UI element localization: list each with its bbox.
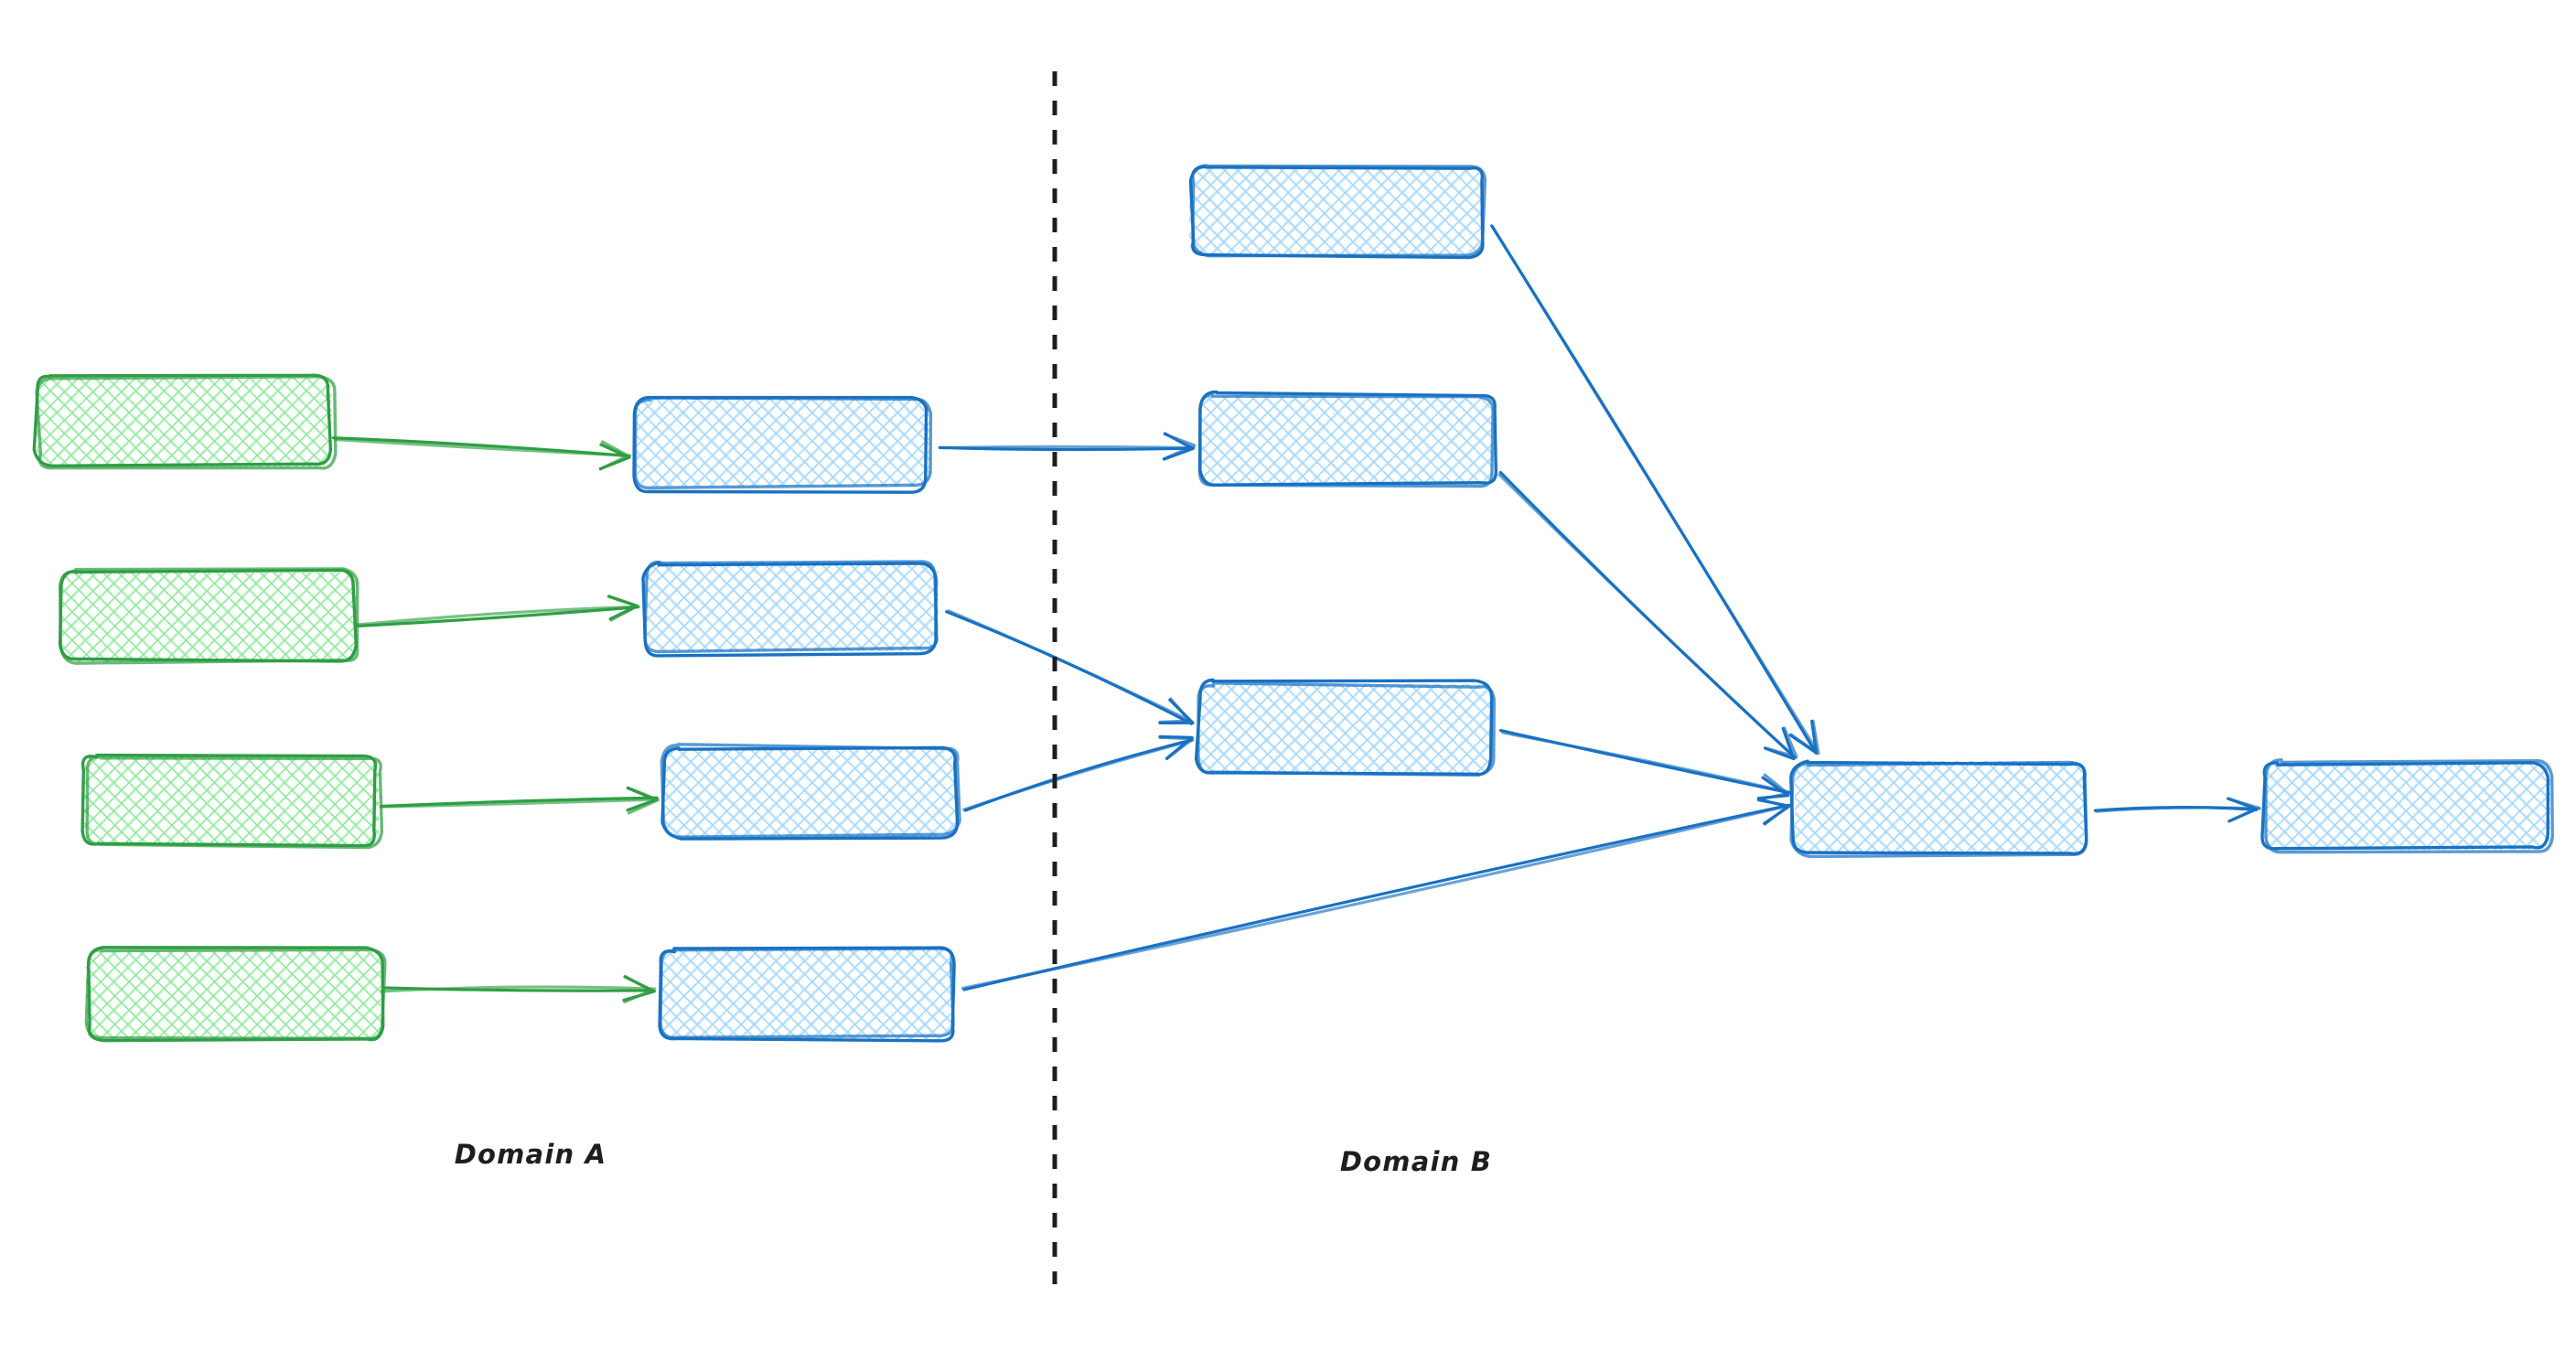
edge-b3-to-c3[interactable] [962, 734, 1195, 812]
edge-c2-to-hub[interactable] [1497, 470, 1798, 761]
node-outline [1197, 681, 1496, 777]
node-hit-a2[interactable] [62, 573, 357, 662]
lane-label-domain-b: Domain B [1339, 1146, 1493, 1177]
edge-line [380, 985, 657, 993]
node-outline [2264, 757, 2554, 854]
node-hub[interactable] [1789, 759, 2088, 859]
node-c2[interactable] [1197, 390, 1497, 488]
edge-line [961, 803, 1793, 991]
node-hit-c3[interactable] [1198, 684, 1491, 774]
node-fill-hatch-b [37, 378, 331, 467]
node-hit-hub[interactable] [1795, 761, 2086, 852]
node-hit-c1[interactable] [1189, 166, 1482, 256]
node-outline [1197, 392, 1495, 488]
node-fill-hatch-b [637, 397, 929, 487]
edge-b4-to-hub[interactable] [961, 798, 1793, 991]
edge-line [379, 798, 658, 809]
node-outline [58, 567, 360, 665]
node-fill-hatch-b [646, 562, 939, 651]
edge-line [939, 445, 1196, 450]
node-outline [659, 947, 955, 1039]
node-outline [1789, 760, 2088, 859]
node-fill-hatch-b [664, 748, 957, 838]
lane-label-domain-a: Domain A [454, 1139, 607, 1170]
nodes-layer [32, 163, 2554, 1043]
node-fill-hatch-b [1795, 761, 2086, 852]
node-hit-a3[interactable] [84, 755, 379, 844]
edge-line [2095, 806, 2261, 813]
edge-hub-to-out[interactable] [2093, 797, 2261, 823]
node-hit-c2[interactable] [1200, 395, 1493, 485]
node-hit-b2[interactable] [646, 562, 939, 651]
node-hit-out[interactable] [2265, 762, 2550, 850]
node-a3[interactable] [80, 753, 384, 850]
node-hit-b3[interactable] [664, 748, 957, 838]
node-fill-hatch-b [1200, 395, 1493, 485]
node-c1[interactable] [1188, 163, 1487, 260]
node-b2[interactable] [641, 560, 939, 658]
edge-arrowhead [626, 786, 660, 815]
node-fill-hatch-b [86, 951, 381, 1041]
node-a1[interactable] [32, 373, 338, 470]
node-outline [35, 375, 338, 470]
node-fill-hatch-b [62, 573, 357, 662]
node-outline [660, 745, 960, 841]
node-out[interactable] [2260, 757, 2554, 854]
edge-arrowhead [606, 595, 639, 622]
node-fill-hatch-b [660, 949, 953, 1039]
edge-line [945, 610, 1194, 725]
node-a2[interactable] [58, 567, 360, 665]
edge-a4-to-b4[interactable] [380, 974, 657, 1003]
edge-b2-to-c3[interactable] [945, 609, 1195, 725]
edge-line [1491, 225, 1819, 752]
node-fill-hatch-b [1198, 684, 1491, 774]
edge-a3-to-b3[interactable] [379, 786, 660, 815]
node-b4[interactable] [658, 946, 956, 1043]
node-hit-b1[interactable] [637, 397, 929, 487]
edge-arrowhead [2227, 797, 2261, 823]
edge-a2-to-b2[interactable] [356, 595, 640, 627]
edge-arrowhead [1158, 735, 1195, 761]
node-outline [643, 560, 939, 654]
edges-layer [331, 224, 2261, 1003]
node-fill-hatch-b [1189, 166, 1482, 256]
edge-line [356, 605, 640, 627]
edge-line [356, 606, 640, 627]
edge-arrowhead [1789, 719, 1820, 756]
node-outline [1191, 163, 1487, 258]
edge-line [334, 437, 632, 457]
node-outline [84, 947, 387, 1040]
edge-line [1497, 473, 1798, 760]
node-outline [660, 743, 961, 839]
edge-line [962, 738, 1195, 811]
node-hit-b4[interactable] [660, 949, 953, 1039]
edge-arrowhead [1763, 726, 1798, 759]
edge-arrowhead [1756, 773, 1789, 801]
edge-a1-to-b1[interactable] [331, 436, 632, 471]
edge-arrowhead [623, 974, 653, 1003]
node-b3[interactable] [660, 743, 961, 841]
edge-arrowhead [1162, 433, 1197, 461]
node-b1[interactable] [632, 395, 933, 494]
node-outline [32, 373, 333, 468]
edge-b1-to-c2[interactable] [938, 432, 1197, 461]
node-a4[interactable] [84, 946, 387, 1043]
node-fill-hatch-b [84, 755, 379, 844]
node-outline [85, 755, 384, 850]
edge-arrowhead [1756, 798, 1789, 826]
edge-line [1501, 731, 1791, 794]
edge-c3-to-hub[interactable] [1498, 729, 1792, 801]
edge-line [947, 609, 1193, 724]
node-outline [633, 396, 933, 490]
node-c3[interactable] [1194, 678, 1496, 777]
edge-arrowhead [1158, 697, 1191, 724]
node-hit-a4[interactable] [86, 951, 381, 1041]
edge-arrowhead [598, 440, 630, 471]
edge-c1-to-hub[interactable] [1490, 224, 1820, 756]
node-fill-hatch-b [2265, 762, 2550, 850]
node-hit-a1[interactable] [37, 378, 331, 467]
node-outline [2260, 761, 2550, 851]
